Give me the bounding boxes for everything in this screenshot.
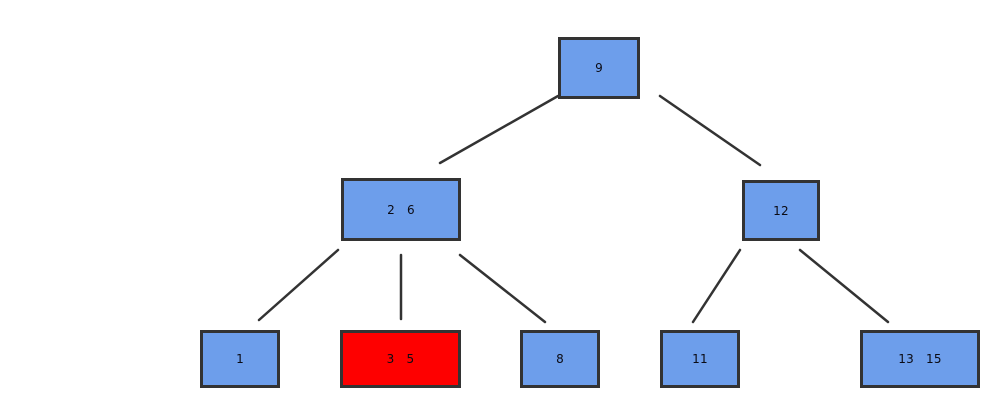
- tree-node-n11[interactable]: 11: [660, 330, 740, 388]
- tree-node-n8[interactable]: 8: [520, 330, 600, 388]
- tree-node-label: 9: [595, 61, 603, 75]
- tree-node-label: 1: [236, 352, 244, 366]
- tree-node-n1[interactable]: 1: [200, 330, 280, 388]
- tree-edge-root-to-n12: [658, 94, 762, 167]
- tree-node-n12[interactable]: 12: [742, 180, 820, 241]
- tree-edge-n12-to-n11: [691, 248, 742, 324]
- tree-node-n35[interactable]: 3 5: [340, 330, 461, 388]
- tree-node-label: 8: [556, 352, 564, 366]
- tree-edge-n26-to-n8: [458, 253, 547, 324]
- tree-node-label: 3 5: [386, 352, 415, 366]
- tree-node-label: 12: [773, 203, 789, 218]
- tree-node-n26[interactable]: 2 6: [341, 178, 461, 241]
- tree-node-label: 2 6: [387, 202, 415, 217]
- tree-node-label: 11: [692, 352, 708, 366]
- tree-edge-n12-to-n1315: [798, 248, 890, 324]
- tree-edge-root-to-n26: [438, 94, 560, 165]
- tree-node-label: 13 15: [898, 352, 942, 366]
- tree-node-root[interactable]: 9: [558, 37, 640, 99]
- tree-edge-n26-to-n1: [257, 248, 340, 322]
- tree-node-n1315[interactable]: 13 15: [860, 330, 980, 388]
